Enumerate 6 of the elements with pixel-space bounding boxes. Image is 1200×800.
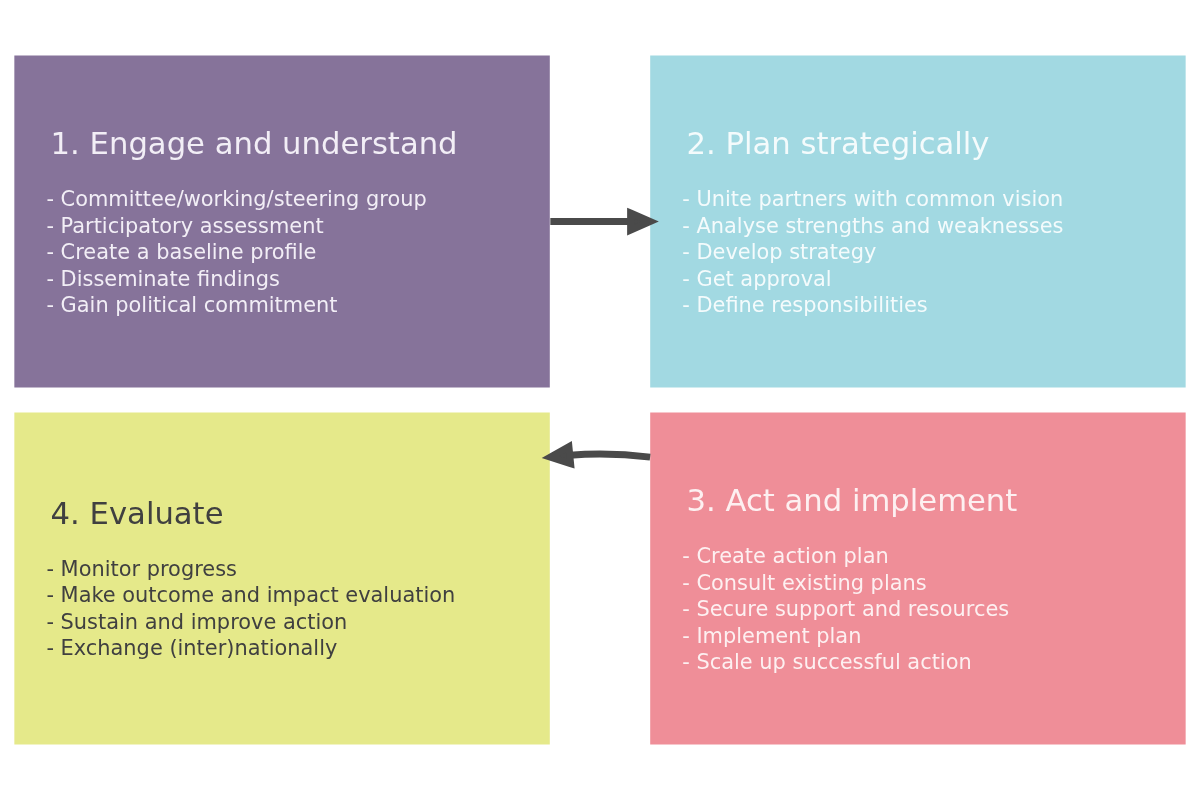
node-box: 3. Act and implement - Create action plan - Consult existing plans - Secure support and resources - Implement plan - Scale up successful action (650, 412, 1186, 745)
node-box: 4. Evaluate - Monitor progress - Make outcome and impact evaluation - Sustain and improve action - Exchange (inter)nationally (14, 412, 550, 745)
node-box: 2. Plan strategically - Unite partners with common vision - Analyse strengths and weaknesses - Develop strategy - Get approval - Define responsibilities (650, 55, 1186, 388)
arrow (541, 441, 651, 469)
node-box: 1. Engage and understand - Committee/working/steering group - Participatory assessment - Create a baseline profile - Disseminate findings - Gain political commitment (14, 55, 550, 388)
arrow (550, 207, 659, 236)
